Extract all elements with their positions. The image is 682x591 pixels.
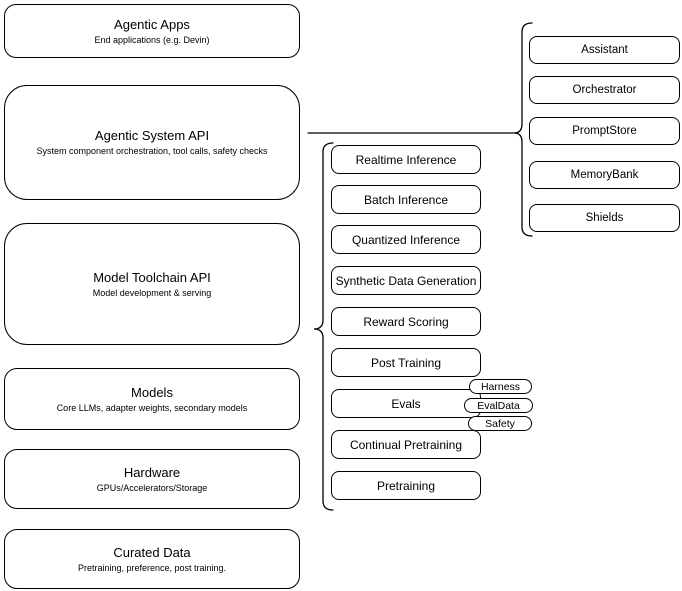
node-memorybank: MemoryBank: [529, 161, 680, 189]
box-model-toolchain-api: Model Toolchain API Model development & …: [4, 223, 300, 345]
node-post-training: Post Training: [331, 348, 481, 377]
layer-subtitle: Core LLMs, adapter weights, secondary mo…: [56, 402, 248, 413]
layer-subtitle: Model development & serving: [92, 287, 212, 298]
tag-evaldata: EvalData: [464, 398, 533, 413]
layer-title: Agentic System API: [94, 128, 210, 143]
node-quantized-inference: Quantized Inference: [331, 225, 481, 254]
node-promptstore: PromptStore: [529, 117, 680, 145]
box-curated-data: Curated Data Pretraining, preference, po…: [4, 529, 300, 589]
node-batch-inference: Batch Inference: [331, 185, 481, 214]
box-hardware: Hardware GPUs/Accelerators/Storage: [4, 449, 300, 509]
layer-title: Curated Data: [113, 544, 191, 560]
tag-harness: Harness: [469, 379, 532, 394]
box-agentic-system-api: Agentic System API System component orch…: [4, 85, 300, 200]
node-evals: Evals: [331, 389, 481, 418]
tag-safety: Safety: [468, 416, 532, 431]
layer-title: Model Toolchain API: [93, 269, 211, 285]
node-orchestrator: Orchestrator: [529, 76, 680, 104]
layer-subtitle: Pretraining, preference, post training.: [77, 562, 227, 573]
layer-title: Hardware: [123, 464, 181, 480]
node-continual-pretraining: Continual Pretraining: [331, 430, 481, 459]
node-realtime-inference: Realtime Inference: [331, 145, 481, 174]
box-agentic-apps: Agentic Apps End applications (e.g. Devi…: [4, 4, 300, 58]
box-models: Models Core LLMs, adapter weights, secon…: [4, 368, 300, 430]
node-reward-scoring: Reward Scoring: [331, 307, 481, 336]
layer-title: Agentic Apps: [114, 16, 190, 32]
layer-title: Models: [131, 384, 173, 400]
layer-subtitle: GPUs/Accelerators/Storage: [96, 482, 208, 493]
node-pretraining: Pretraining: [331, 471, 481, 500]
node-shields: Shields: [529, 204, 680, 232]
layer-subtitle: End applications (e.g. Devin): [94, 34, 210, 45]
layer-subtitle: System component orchestration, tool cal…: [36, 146, 268, 156]
node-assistant: Assistant: [529, 36, 680, 64]
node-synthetic-data-generation: Synthetic Data Generation: [331, 266, 481, 295]
